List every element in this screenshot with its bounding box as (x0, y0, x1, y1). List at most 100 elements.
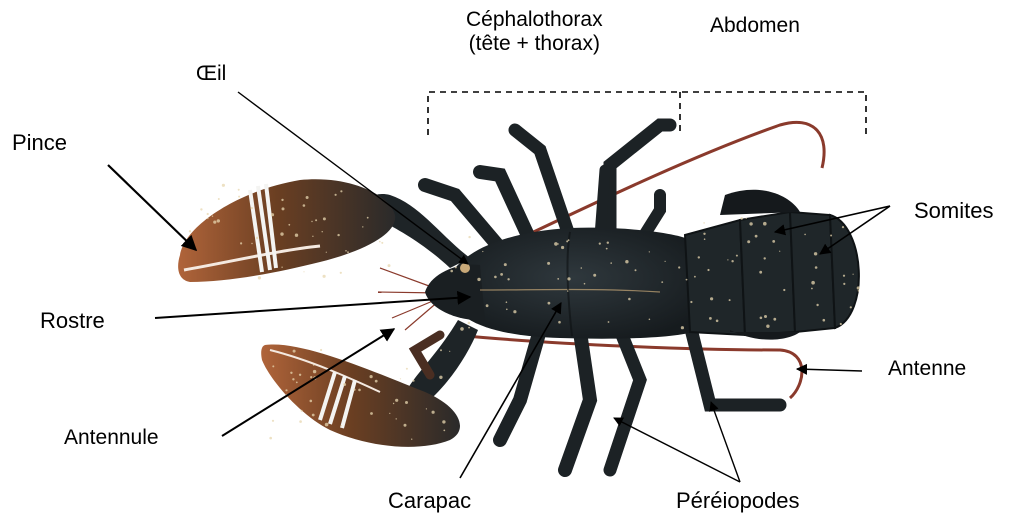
speckle (426, 408, 427, 409)
speckle (747, 240, 750, 243)
speckle (468, 327, 470, 329)
speckle (315, 219, 317, 221)
speckle (345, 250, 347, 252)
speckle (396, 418, 397, 419)
speckle (547, 262, 550, 265)
speckle (694, 276, 696, 278)
pince-label: Pince (12, 130, 67, 155)
speckle (340, 272, 342, 274)
speckle (635, 269, 637, 271)
speckle (814, 252, 817, 255)
speckle (599, 243, 601, 245)
speckle (281, 267, 282, 268)
speckle (269, 437, 272, 440)
upper-claw (178, 179, 395, 282)
speckle (686, 279, 688, 281)
speckle (707, 269, 709, 271)
speckle (411, 439, 412, 440)
speckle (272, 420, 274, 422)
speckle (325, 423, 329, 427)
speckle (779, 251, 780, 252)
speckle (843, 275, 845, 277)
speckle (405, 401, 408, 404)
speckle (665, 261, 666, 262)
speckle (811, 288, 813, 290)
speckle (649, 319, 651, 321)
speckle (353, 389, 355, 391)
speckle (432, 411, 435, 414)
speckle (811, 281, 815, 285)
cephalothorax-label: Céphalothorax (tête + thorax) (466, 8, 603, 56)
speckle (388, 264, 391, 267)
speckle (389, 413, 390, 414)
speckle (323, 217, 326, 220)
speckle (326, 252, 327, 253)
speckle (558, 321, 561, 324)
speckle (218, 198, 220, 200)
speckle (296, 382, 298, 384)
speckle (506, 301, 508, 303)
speckle (690, 301, 692, 303)
speckle (494, 276, 497, 279)
speckle (764, 315, 767, 318)
speckle (716, 320, 719, 323)
speckle (843, 283, 845, 285)
speckle (412, 380, 414, 382)
speckle (358, 389, 361, 392)
speckle (678, 266, 680, 268)
speckle (557, 278, 559, 280)
speckle (303, 271, 304, 272)
speckle (731, 260, 733, 262)
speckle (830, 235, 832, 237)
speckle (755, 235, 758, 238)
speckle (272, 365, 274, 367)
speckle (766, 325, 769, 328)
speckle (513, 310, 516, 313)
speckle (341, 425, 342, 426)
speckle (312, 414, 315, 417)
speckle (251, 207, 253, 209)
speckle (842, 226, 844, 228)
speckle (504, 263, 507, 266)
eye (460, 263, 470, 273)
speckle (347, 251, 349, 253)
speckle (561, 246, 564, 249)
pereiopodes-label: Péréiopodes (676, 488, 800, 513)
speckle (746, 218, 747, 219)
speckle (439, 376, 442, 379)
speckle (240, 242, 242, 244)
speckle (189, 230, 191, 232)
speckle (285, 389, 287, 391)
speckle (322, 231, 323, 232)
speckle (362, 226, 363, 227)
oeil-label: Œil (196, 62, 226, 86)
speckle (258, 276, 261, 279)
speckle (207, 218, 208, 219)
speckle (823, 319, 826, 322)
speckle (763, 222, 767, 226)
speckle (581, 267, 583, 269)
speckle (709, 317, 712, 320)
speckle (703, 222, 705, 224)
speckle (816, 304, 818, 306)
speckle (367, 217, 369, 219)
speckle (608, 321, 610, 323)
speckle (400, 378, 401, 379)
speckle (320, 349, 322, 351)
speckle (370, 412, 373, 415)
speckle (340, 190, 342, 192)
speckle (593, 274, 596, 277)
rostrum (425, 265, 485, 321)
speckle (704, 238, 706, 240)
speckle (381, 242, 383, 244)
speckle (404, 424, 407, 427)
speckle (449, 351, 450, 352)
speckle (313, 364, 315, 366)
speckle (301, 410, 303, 412)
speckle (200, 208, 202, 210)
speckle (681, 326, 684, 329)
speckle (548, 302, 551, 305)
speckle (337, 234, 339, 236)
arrow-pince (108, 165, 196, 250)
speckle (804, 234, 806, 236)
